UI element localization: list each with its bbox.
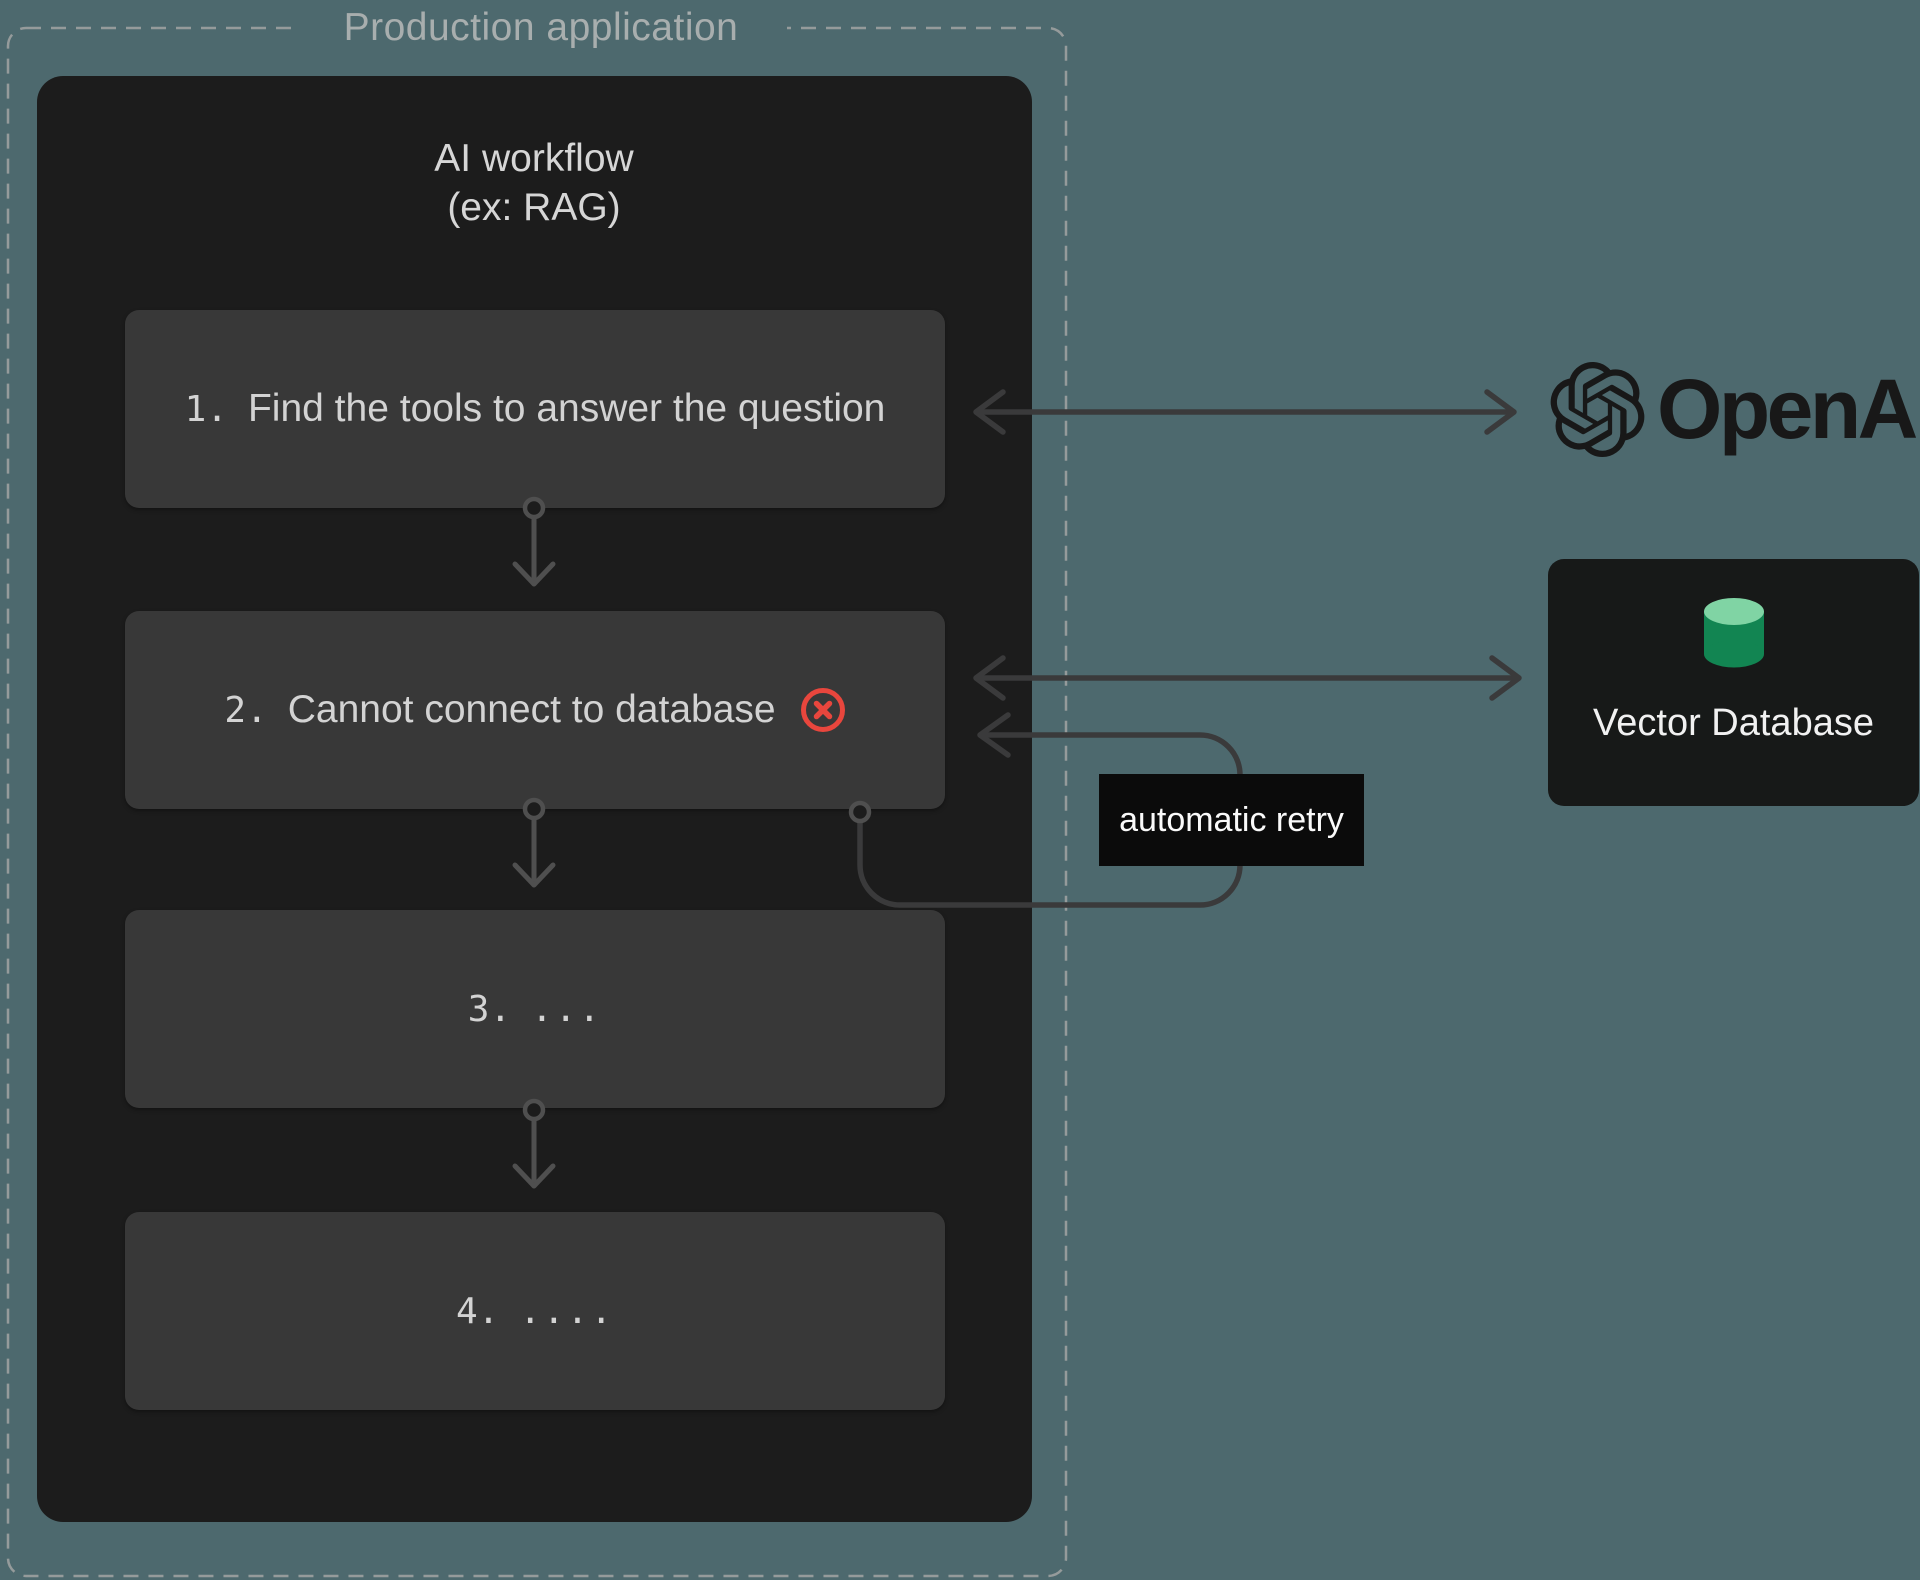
step-3-label: ... (531, 988, 603, 1030)
error-circle-x-icon (800, 687, 846, 733)
database-cylinder-icon (1703, 598, 1765, 668)
openai-wordmark: OpenAI (1657, 361, 1920, 456)
workflow-title-line1: AI workflow (434, 137, 634, 180)
production-application-label: Production application (295, 0, 787, 56)
workflow-title-line2: (ex: RAG) (447, 186, 621, 229)
step-box-2: 2. Cannot connect to database (125, 611, 945, 809)
openai-logo: OpenAI (1550, 356, 1920, 462)
step-4-number: 4. (455, 1290, 500, 1332)
step-4-label: .... (519, 1290, 615, 1332)
step-1-label: Find the tools to answer the question (247, 387, 886, 430)
step-3-number: 3. (467, 988, 512, 1030)
workflow-title: AI workflow (ex: RAG) (234, 134, 834, 232)
vector-db-label: Vector Database (1593, 702, 1874, 744)
vector-db-card: Vector Database (1548, 559, 1919, 806)
step-1-number: 1. (184, 388, 228, 430)
openai-flower-icon (1550, 361, 1645, 457)
step-box-4: 4. .... (125, 1212, 945, 1410)
step-box-1: 1. Find the tools to answer the question (125, 310, 945, 508)
step-box-3: 3. ... (125, 910, 945, 1108)
step-2-number: 2. (224, 689, 268, 731)
retry-badge: automatic retry (1099, 774, 1364, 866)
step-2-label: Cannot connect to database (287, 688, 776, 731)
